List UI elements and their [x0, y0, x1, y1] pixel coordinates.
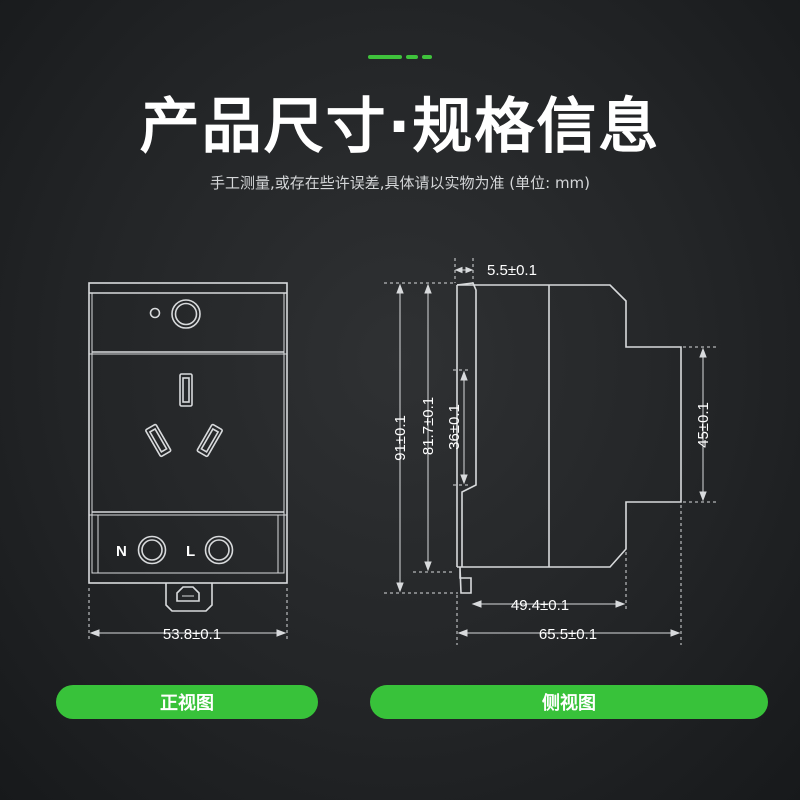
side-view-outline — [456, 282, 682, 594]
side-dimensions — [384, 258, 717, 645]
terminal-n — [137, 535, 167, 565]
depth-inner-label: 49.4±0.1 — [511, 597, 569, 614]
accent-dash — [406, 55, 418, 59]
accent-dash — [422, 55, 432, 59]
body-height-label: 81.7±0.1 — [420, 397, 437, 455]
rail-height-label: 36±0.1 — [446, 404, 463, 450]
lip-dimension-label: 5.5±0.1 — [487, 262, 537, 279]
socket-slots — [145, 373, 223, 458]
page-subtitle: 手工测量,或存在些许误差,具体请以实物为准 (单位: mm) — [209, 174, 591, 192]
din-clip — [165, 583, 213, 612]
total-height-label: 91±0.1 — [392, 415, 409, 461]
front-width-label: 53.8±0.1 — [163, 626, 221, 643]
terminal-l — [204, 535, 234, 565]
front-view-outline — [88, 282, 288, 584]
page-title: 产品尺寸·规格信息 — [139, 92, 661, 162]
side-view-label: 侧视图 — [370, 685, 768, 719]
depth-total-label: 65.5±0.1 — [539, 626, 597, 643]
reset-button — [171, 299, 201, 329]
terminal-n-label: N — [116, 543, 127, 560]
front-width-dimension — [88, 588, 288, 642]
front-view-label: 正视图 — [56, 685, 318, 719]
terminal-l-label: L — [186, 543, 195, 560]
accent-bar — [368, 55, 402, 59]
indicator-led — [149, 307, 161, 319]
step-height-label: 45±0.1 — [695, 402, 712, 448]
